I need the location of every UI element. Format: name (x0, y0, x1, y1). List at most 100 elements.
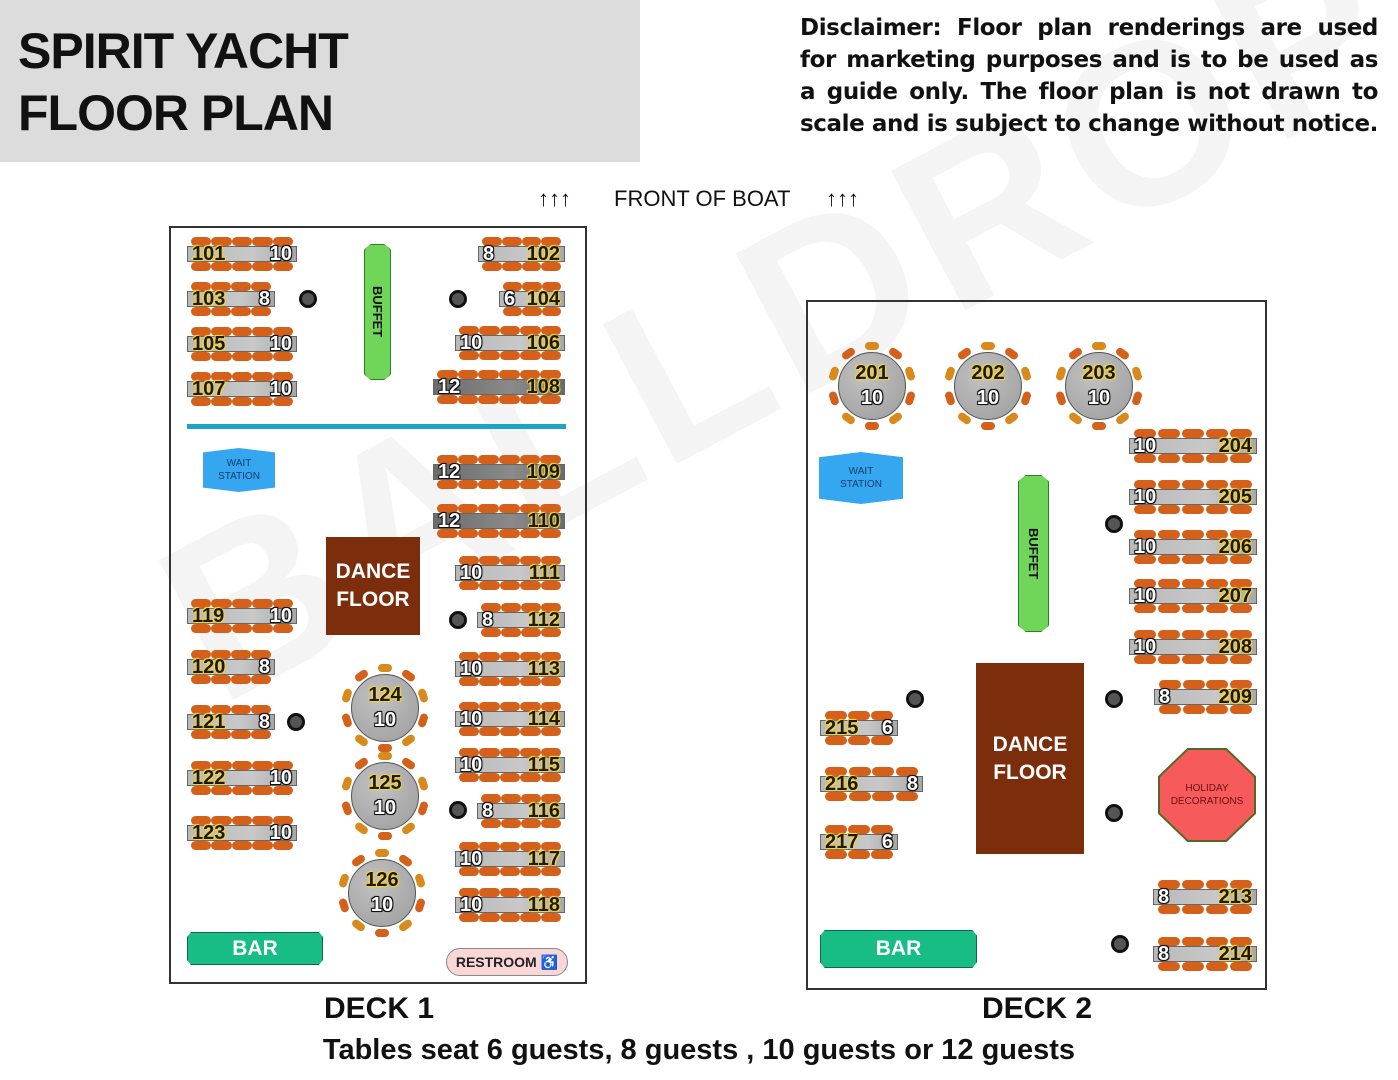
chair (479, 702, 500, 711)
chair-row (1158, 705, 1253, 714)
chair (1230, 454, 1252, 463)
chair (872, 792, 895, 801)
table-number: 114 (527, 707, 560, 730)
chair (501, 794, 521, 803)
seat-count: 10 (860, 387, 884, 409)
deck-1-restroom[interactable]: RESTROOM ♿ (446, 948, 568, 976)
seat-count: 8 (906, 772, 918, 795)
chair-row (191, 262, 294, 271)
seat-count: 10 (269, 242, 292, 265)
chair (1182, 655, 1204, 664)
chair (231, 761, 253, 770)
chair (191, 650, 211, 659)
chair (375, 849, 389, 857)
chair (479, 867, 500, 876)
chair (1206, 962, 1228, 971)
chair (1132, 391, 1142, 406)
chair (231, 327, 253, 336)
chair (211, 675, 231, 684)
chair (541, 282, 561, 291)
chair (889, 412, 902, 425)
chair (418, 776, 428, 791)
chair (520, 773, 541, 782)
chair-row (481, 819, 561, 828)
chair (1206, 680, 1229, 689)
chair (1092, 422, 1106, 430)
seat-count: 10 (460, 657, 483, 680)
table-number: 113 (527, 657, 560, 680)
chair (905, 366, 915, 381)
seat-count: 8 (258, 655, 270, 678)
chair-row (191, 730, 271, 739)
chair (1182, 880, 1204, 889)
chair (499, 748, 521, 757)
chair (355, 734, 368, 747)
table-number: 119 (192, 604, 225, 627)
chair (1069, 412, 1082, 425)
chair (252, 761, 273, 770)
chair (1230, 480, 1252, 489)
table-113[interactable]: 10 113 (455, 652, 565, 686)
chair-row (191, 675, 271, 684)
table-number: 208 (1218, 635, 1252, 658)
chair (418, 713, 428, 728)
seat-count: 10 (460, 847, 483, 870)
chair-ring (1056, 342, 1142, 430)
chair-row (1157, 962, 1253, 971)
chair (191, 624, 212, 633)
chair (231, 786, 253, 795)
chair-row (437, 455, 562, 464)
chair (459, 702, 480, 711)
chair (339, 898, 349, 913)
chair (499, 504, 520, 513)
chair (499, 351, 521, 360)
chair (1206, 604, 1228, 613)
chair (191, 786, 212, 795)
